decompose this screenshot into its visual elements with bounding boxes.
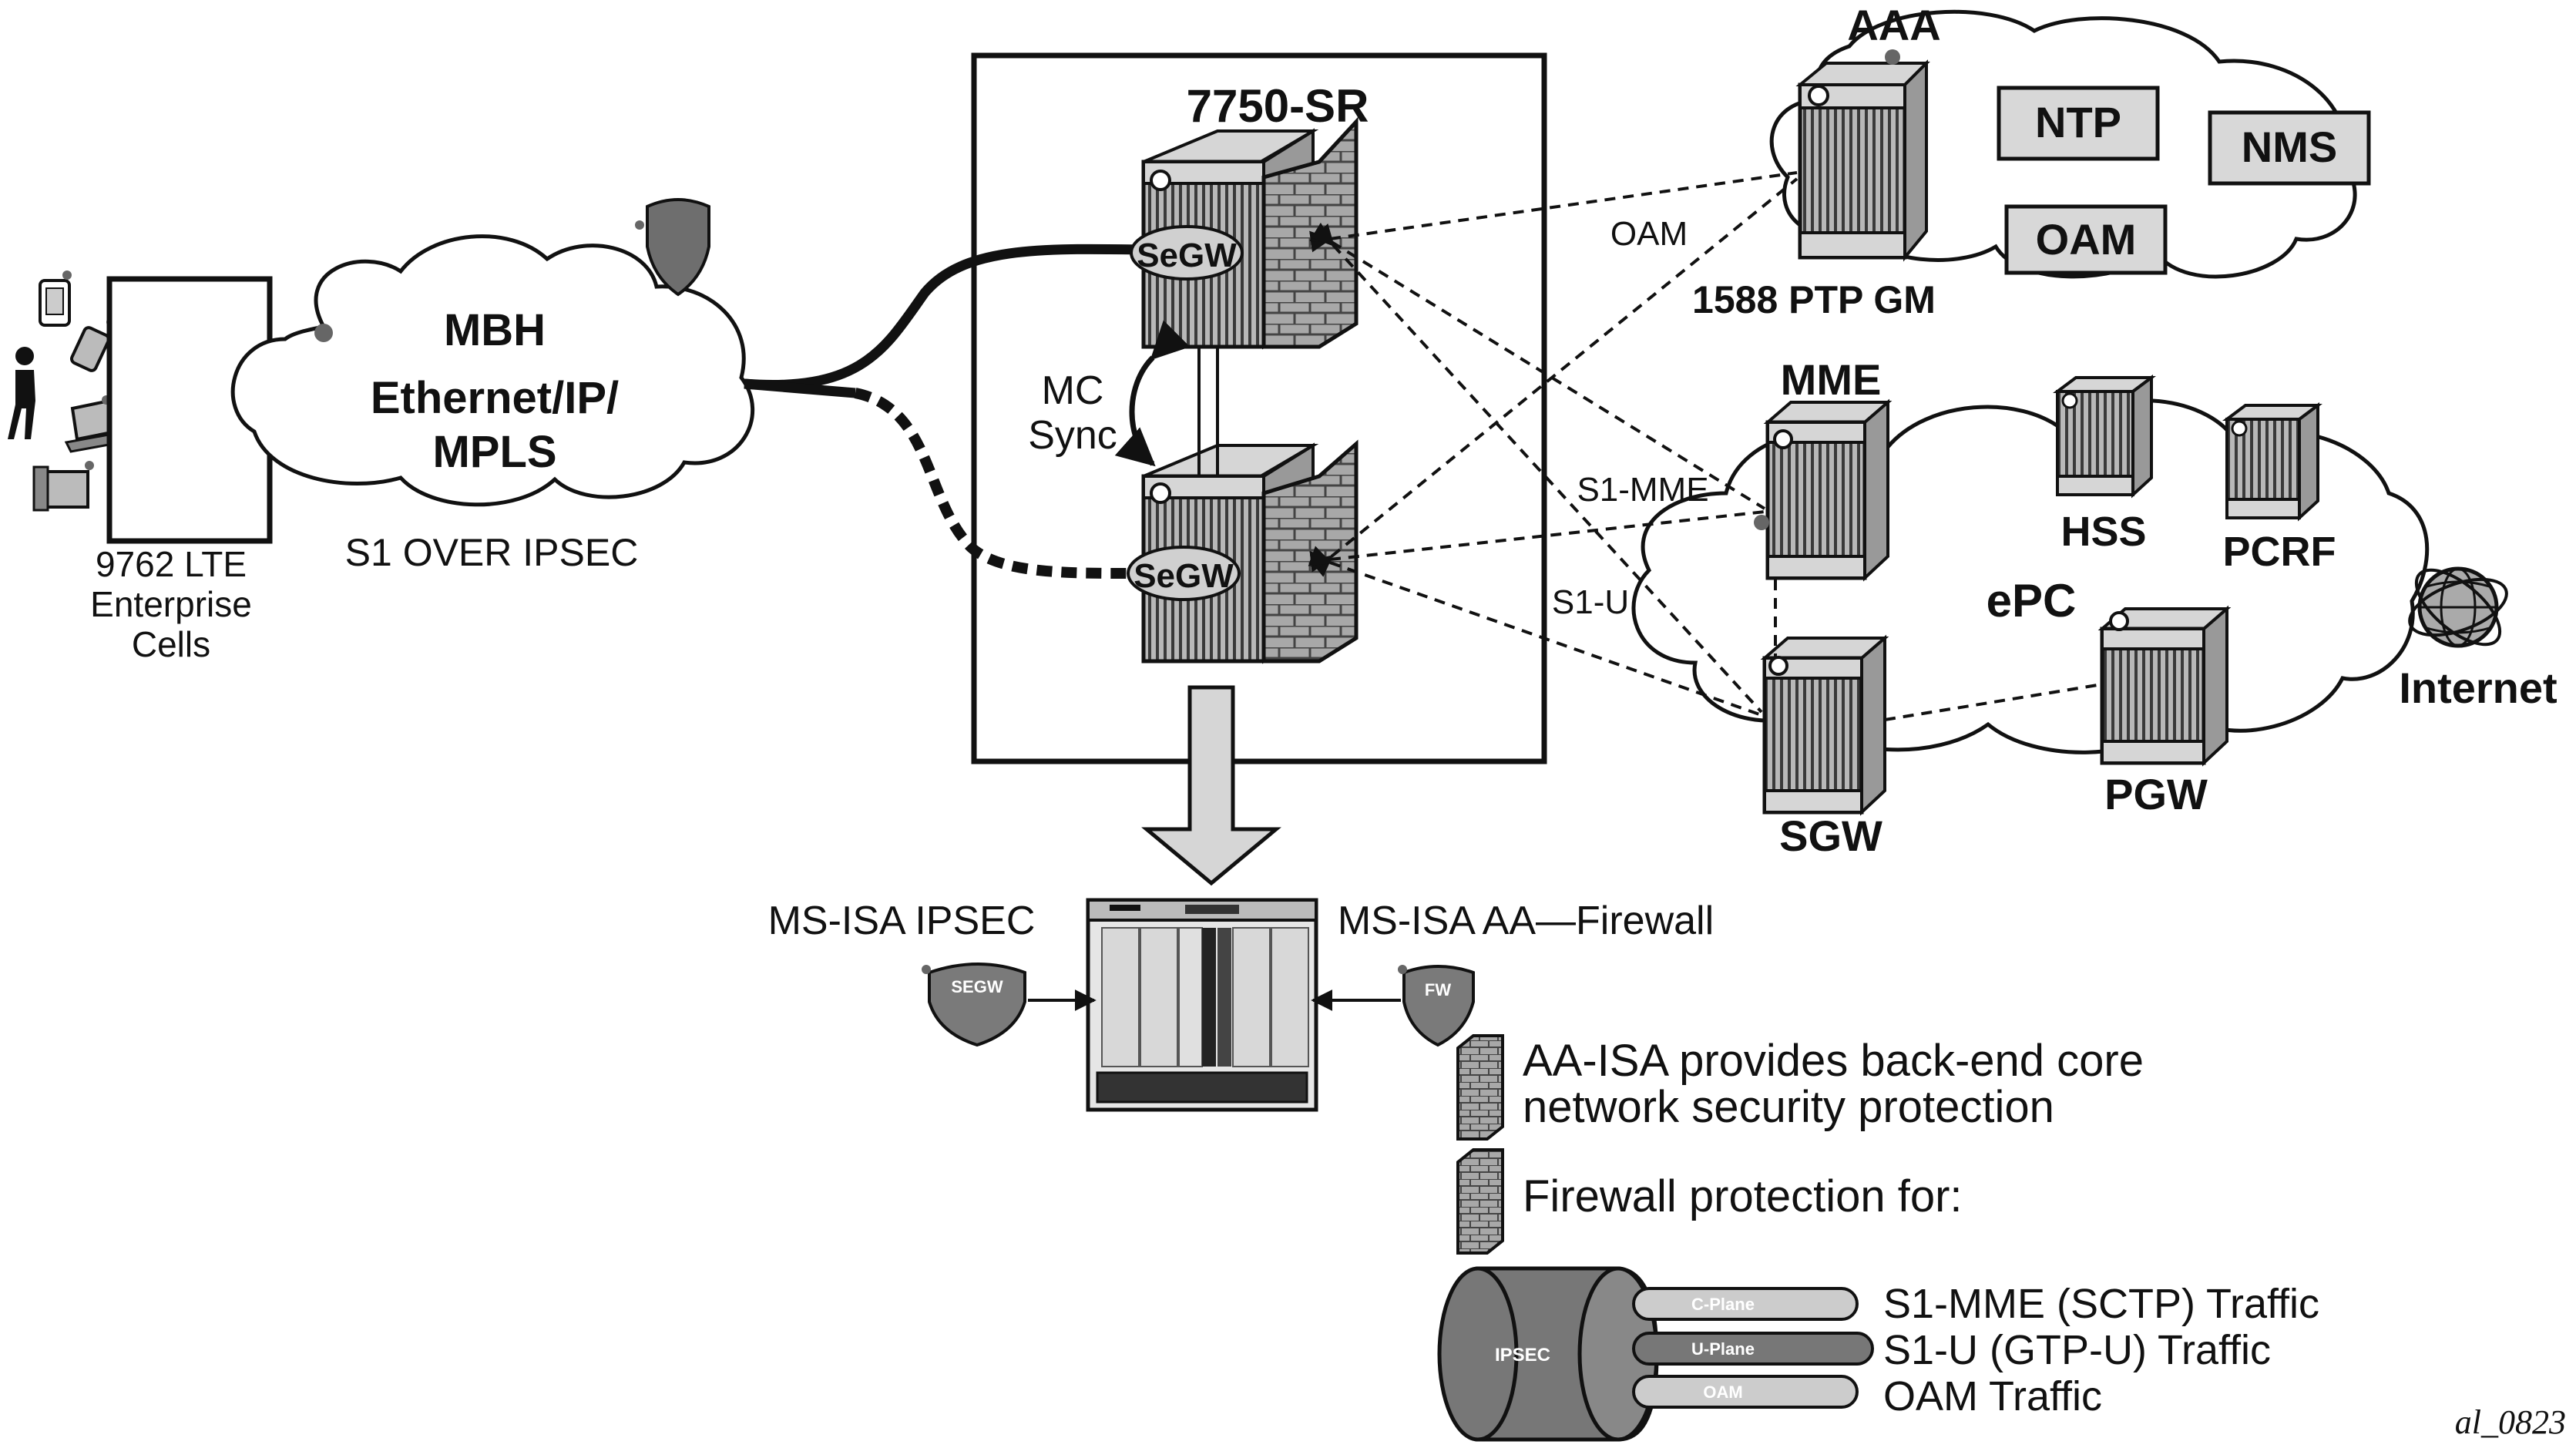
cells-label-line3: Cells xyxy=(132,624,210,664)
nms-box: NMS xyxy=(2208,110,2371,186)
ipsec-cable-label: IPSEC xyxy=(1495,1345,1550,1366)
mme-label: MME xyxy=(1781,355,1882,404)
firewall-icon xyxy=(1456,1148,1504,1255)
c-plane-label: C-Plane xyxy=(1691,1295,1755,1314)
sgw-label: SGW xyxy=(1779,811,1882,860)
globe-icon xyxy=(2408,566,2508,648)
ptp-gm-label: 1588 PTP GM xyxy=(1692,278,1936,321)
ntp-label: NTP xyxy=(2035,98,2121,146)
firewall-icon xyxy=(1456,1034,1504,1141)
security-shield-icon xyxy=(635,198,710,297)
figure-id: al_0823 xyxy=(2455,1403,2566,1441)
oam-link-line xyxy=(1309,171,1798,253)
legend-group: AA-ISA provides back-end core network se… xyxy=(1437,1034,2319,1442)
epc-cloud-group: ePC MME HSS PCRF xyxy=(1631,355,2558,860)
ntp-box: NTP xyxy=(1997,86,2160,161)
c-traffic-label: S1-MME (SCTP) Traffic xyxy=(1883,1281,2319,1327)
segw-shield-icon: SEGW xyxy=(922,963,1026,1047)
segw-badge-label: SEGW xyxy=(951,977,1003,996)
mme-device xyxy=(1754,398,1893,582)
phone-icon xyxy=(39,279,71,327)
s1-u-link-line xyxy=(1312,223,1763,714)
mbh-cloud-group: MBH Ethernet/IP/ MPLS S1 OVER IPSEC xyxy=(230,198,755,574)
mc-sync-arrow xyxy=(1114,320,1191,467)
aaa-cloud-group: AAA NTP NMS OAM 1588 PTP GM xyxy=(1692,1,2371,321)
pcrf-device xyxy=(2222,402,2322,522)
router-7750-group: 7750-SR SeGW SeGW MC Sync xyxy=(971,52,1547,764)
oam-label: OAM xyxy=(2036,215,2137,264)
aaa-title: AAA xyxy=(1847,1,1940,49)
person-icon xyxy=(8,347,35,439)
status-dot xyxy=(62,270,72,280)
u-plane-label: U-Plane xyxy=(1691,1339,1755,1359)
hss-device xyxy=(2053,375,2156,499)
ms-isa-ipsec-label: MS-ISA IPSEC xyxy=(768,899,1036,943)
expand-arrow xyxy=(1141,685,1281,886)
segw-top-label: SeGW xyxy=(1137,237,1237,274)
s1-mme-link-line xyxy=(1309,222,1766,510)
ptp-gm-device xyxy=(1795,49,1930,262)
oam-traffic-label: OAM Traffic xyxy=(1883,1373,2102,1419)
mc-sync-label-line1: MC xyxy=(1042,368,1104,413)
ms-isa-firewall-label: MS-ISA AA—Firewall xyxy=(1338,899,1714,943)
segw-top-device: SeGW xyxy=(1130,116,1359,350)
mc-sync-label-line2: Sync xyxy=(1028,413,1117,458)
segw-bottom-device: SeGW xyxy=(1127,439,1359,664)
fw-shield-icon: FW xyxy=(1398,965,1475,1047)
oam-link-line xyxy=(1309,177,1798,577)
u-plane-tube xyxy=(1632,1332,1874,1366)
router-7750-box xyxy=(971,52,1547,764)
isa-chassis xyxy=(1086,898,1318,1112)
segw-bottom-label: SeGW xyxy=(1134,557,1234,595)
active-tunnel-line xyxy=(744,244,1149,390)
desktop-icon xyxy=(32,465,89,512)
sgw-device xyxy=(1760,634,1889,816)
oam-box: OAM xyxy=(2004,204,2168,275)
cells-label-line2: Enterprise xyxy=(90,584,252,624)
segw-links: OAM S1-MME S1-U xyxy=(1308,171,1798,717)
standby-tunnel-line xyxy=(854,388,1149,580)
c-plane-tube xyxy=(1632,1287,1859,1321)
pgw-device xyxy=(2097,605,2232,767)
mbh-cloud xyxy=(230,234,755,507)
s1-u-link-label: S1-U xyxy=(1552,583,1629,621)
s1-u-link-line xyxy=(1308,546,1762,717)
mbh-line1: Ethernet/IP/ xyxy=(371,373,619,423)
oam-plane-label: OAM xyxy=(1703,1382,1742,1402)
internet-label: Internet xyxy=(2399,664,2557,712)
handheld-icon xyxy=(70,326,110,372)
ipsec-cable: IPSEC C-Plane U-Plane OAM xyxy=(1437,1266,1874,1442)
mbh-line2: MPLS xyxy=(432,427,556,477)
pgw-label: PGW xyxy=(2104,770,2208,818)
oam-plane-tube xyxy=(1632,1375,1859,1409)
router-title: 7750-SR xyxy=(1187,80,1369,132)
mbh-caption: S1 OVER IPSEC xyxy=(345,531,639,574)
epc-title: ePC xyxy=(1987,575,2077,627)
enterprise-cells-group: 9762 LTE Enterprise Cells xyxy=(8,270,273,664)
u-traffic-label: S1-U (GTP-U) Traffic xyxy=(1883,1327,2271,1373)
aa-isa-line1: AA-ISA provides back-end core xyxy=(1523,1036,2144,1086)
aa-isa-line2: network security protection xyxy=(1523,1082,2054,1132)
pcrf-label: PCRF xyxy=(2223,529,2336,575)
mbh-title: MBH xyxy=(444,305,546,355)
nms-label: NMS xyxy=(2242,123,2337,171)
s1-mme-link-label: S1-MME xyxy=(1577,471,1708,509)
fw-badge-label: FW xyxy=(1425,980,1451,999)
cells-label-line1: 9762 LTE xyxy=(96,544,247,584)
ms-isa-group: MS-ISA IPSEC MS-ISA AA—Firewall SEGW FW xyxy=(768,898,1714,1112)
oam-link-label: OAM xyxy=(1610,215,1688,253)
cloud-port-dot xyxy=(314,324,333,342)
hss-label: HSS xyxy=(2060,509,2146,555)
tunnel-join-line xyxy=(744,378,856,398)
firewall-protection-label: Firewall protection for: xyxy=(1523,1171,1963,1221)
status-dot xyxy=(85,461,94,470)
